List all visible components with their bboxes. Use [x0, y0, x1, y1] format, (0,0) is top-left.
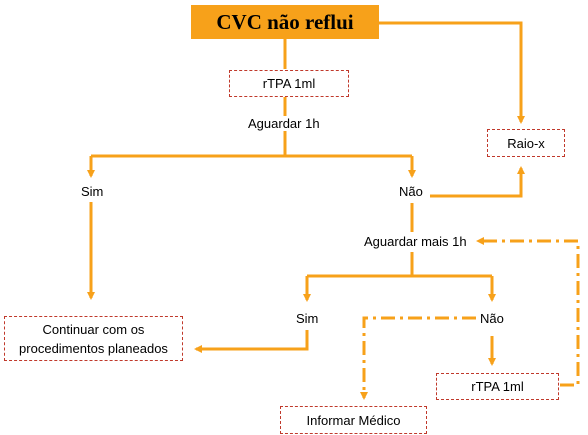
title-node: CVC não reflui: [191, 5, 379, 39]
rtpa-node-1: rTPA 1ml: [229, 70, 349, 97]
continuar-node: Continuar com os procedimentos planeados: [4, 316, 183, 361]
continuar-line-1: Continuar com os: [42, 321, 145, 337]
sim-label-1: Sim: [79, 184, 106, 199]
rtpa-node-1-label: rTPA 1ml: [262, 76, 316, 91]
arrow-rtpa-2-loop: [476, 237, 580, 387]
continuar-line-2: procedimentos planeados: [19, 340, 168, 356]
nao-label-2: Não: [478, 311, 506, 326]
rtpa-node-2-label: rTPA 1ml: [471, 379, 524, 394]
raio-x-label: Raio-x: [507, 135, 545, 151]
raio-x-node: Raio-x: [487, 129, 565, 157]
arrow-nao-to-raio-x: [430, 166, 525, 198]
arrow-title-to-raio-x: [379, 21, 525, 124]
aguardar-1h-label: Aguardar 1h: [246, 116, 322, 131]
informar-medico-label: Informar Médico: [306, 412, 401, 428]
title-text: CVC não reflui: [216, 9, 354, 34]
rtpa-node-2: rTPA 1ml: [436, 373, 559, 400]
arrow-sim-2-to-continuar: [194, 330, 309, 353]
nao-label-1: Não: [397, 184, 425, 199]
arrow-nao-2-to-informar: [360, 316, 476, 400]
informar-medico-node: Informar Médico: [280, 406, 427, 434]
aguardar-mais-1h-label: Aguardar mais 1h: [362, 234, 469, 249]
sim-label-2: Sim: [294, 311, 321, 326]
